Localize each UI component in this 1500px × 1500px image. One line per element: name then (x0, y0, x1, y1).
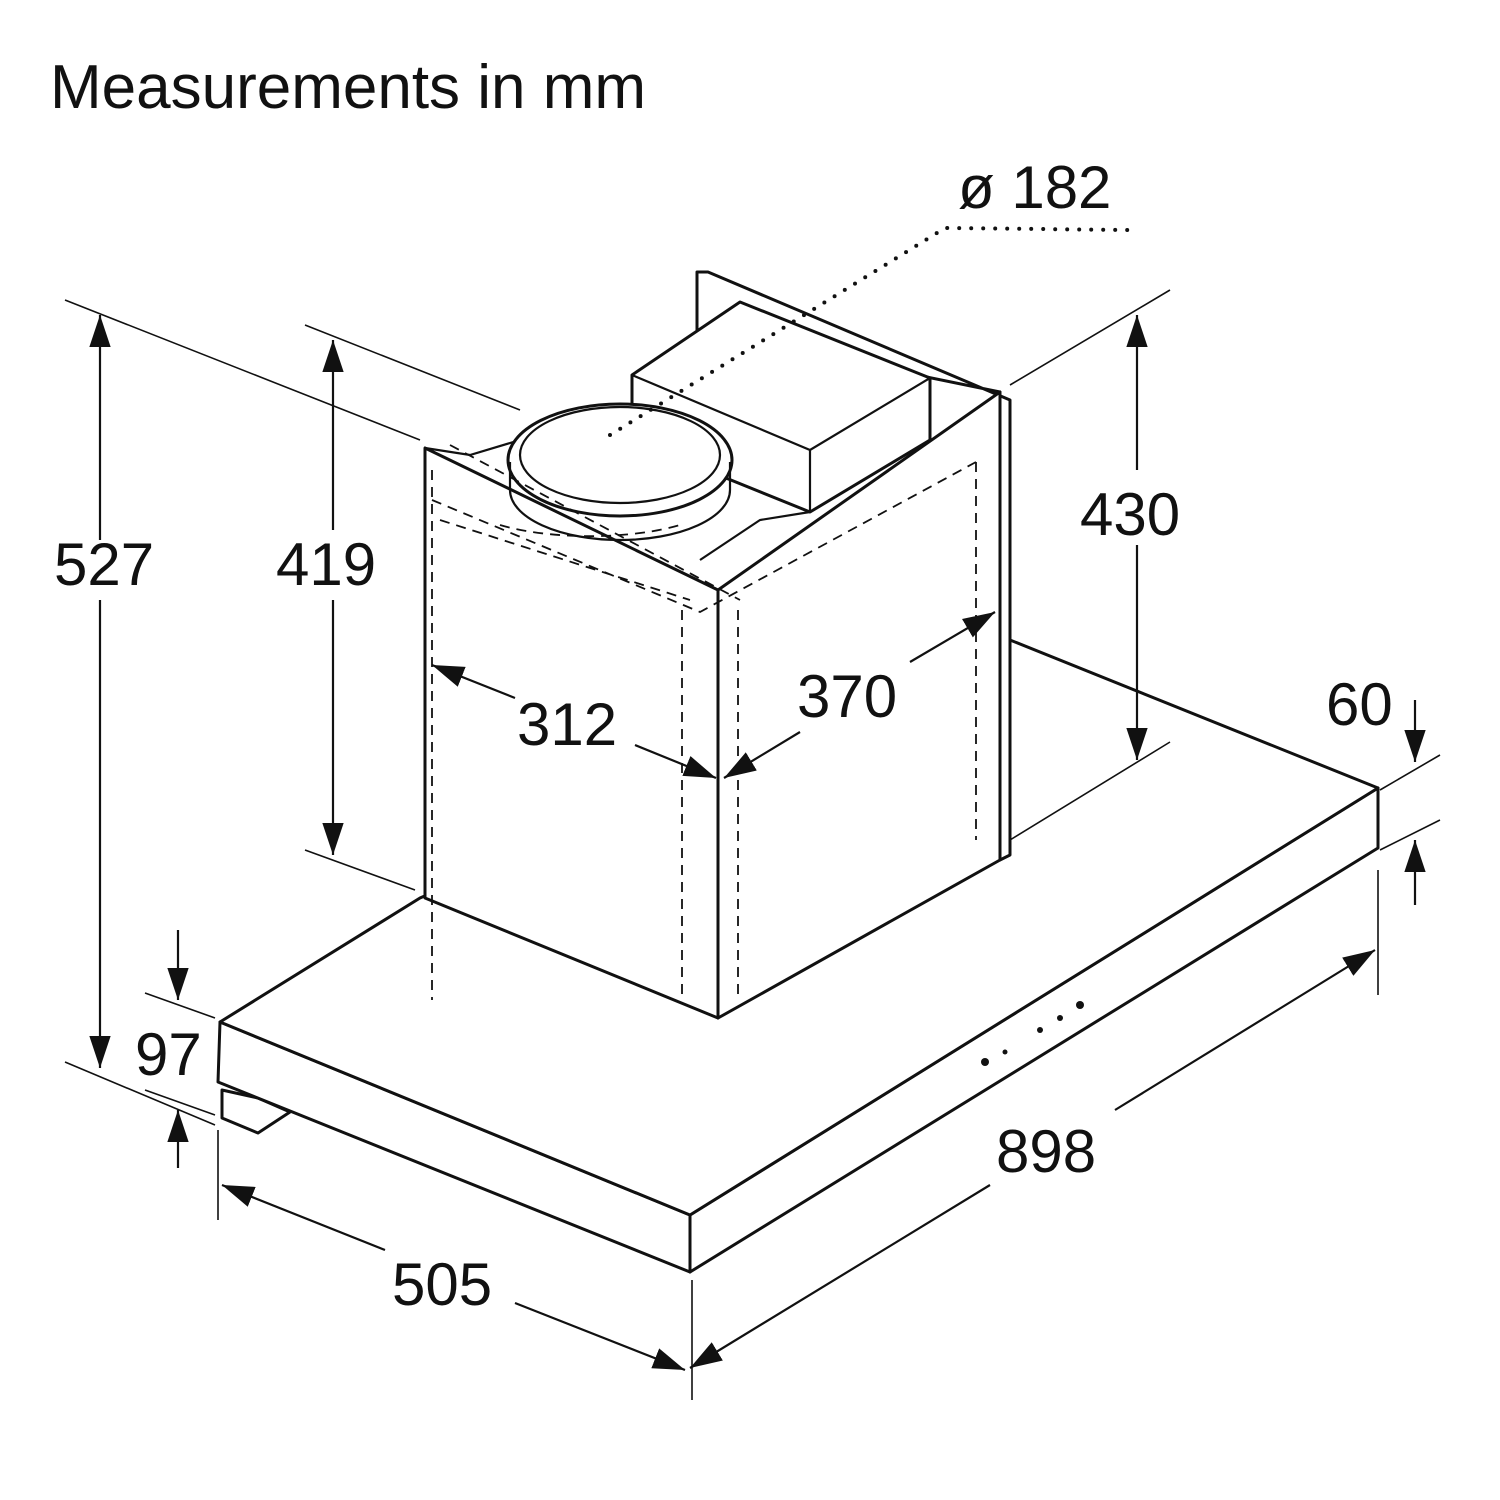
canopy-edge-label: 60 (1326, 671, 1393, 738)
page-title: Measurements in mm (50, 53, 646, 122)
total-height-label: 527 (54, 531, 154, 598)
dimension-lines (89, 315, 1426, 1372)
control-buttons[interactable] (981, 1001, 1084, 1066)
chimney-side-height-label: 430 (1080, 481, 1180, 548)
chimney-width-label: 370 (797, 663, 897, 730)
chimney (423, 270, 1012, 1020)
chimney-height-label: 419 (276, 531, 376, 598)
canopy-height-label: 97 (135, 1021, 202, 1088)
width-label: 898 (996, 1118, 1096, 1185)
chimney-depth-label: 312 (517, 691, 617, 758)
depth-label: 505 (392, 1251, 492, 1318)
diameter-label: ø 182 (958, 154, 1111, 221)
diameter-leader (608, 225, 1132, 437)
